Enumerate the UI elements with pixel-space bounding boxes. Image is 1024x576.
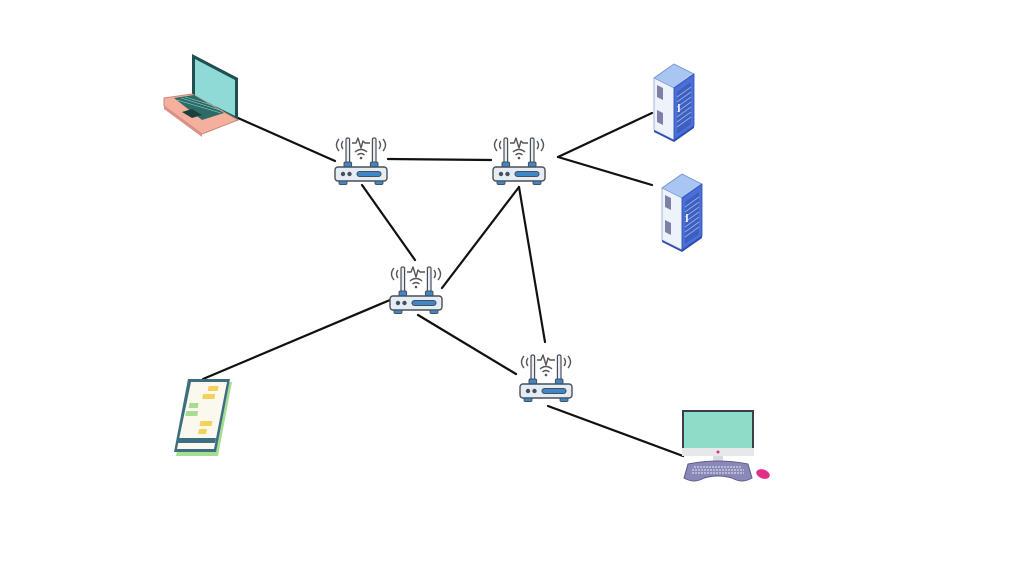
- links-layer: [201, 111, 685, 458]
- laptop-node[interactable]: [163, 54, 240, 137]
- desktop-node[interactable]: [682, 410, 771, 482]
- router-icon: [389, 266, 443, 315]
- link-router-4-desktop: [546, 404, 685, 458]
- router-node-1[interactable]: [334, 137, 388, 186]
- router-node-4[interactable]: [519, 354, 573, 403]
- router-node-3[interactable]: [389, 266, 443, 315]
- link-router-3-phone: [201, 298, 392, 381]
- router-icon: [519, 354, 573, 403]
- link-router-1-router-3: [360, 183, 417, 262]
- link-router-1-router-2: [386, 157, 493, 162]
- link-laptop-router-1: [236, 116, 337, 163]
- laptop-icon: [163, 54, 240, 137]
- link-router-3-router-4: [416, 313, 518, 376]
- link-router-2-router-4: [517, 185, 547, 344]
- router-icon: [492, 137, 546, 186]
- server-rack-icon: [661, 173, 703, 253]
- server-node-1[interactable]: [653, 63, 695, 143]
- smartphone-icon: [174, 379, 232, 456]
- desktop-computer-icon: [682, 410, 770, 482]
- router-node-2[interactable]: [492, 137, 546, 186]
- link-router-2-router-3: [440, 185, 521, 290]
- phone-node[interactable]: [174, 379, 232, 456]
- server-rack-icon: [653, 63, 695, 143]
- link-router-2-server-2: [556, 155, 654, 187]
- router-icon: [334, 137, 388, 186]
- link-router-2-server-1: [556, 111, 654, 159]
- server-node-2[interactable]: [661, 173, 703, 253]
